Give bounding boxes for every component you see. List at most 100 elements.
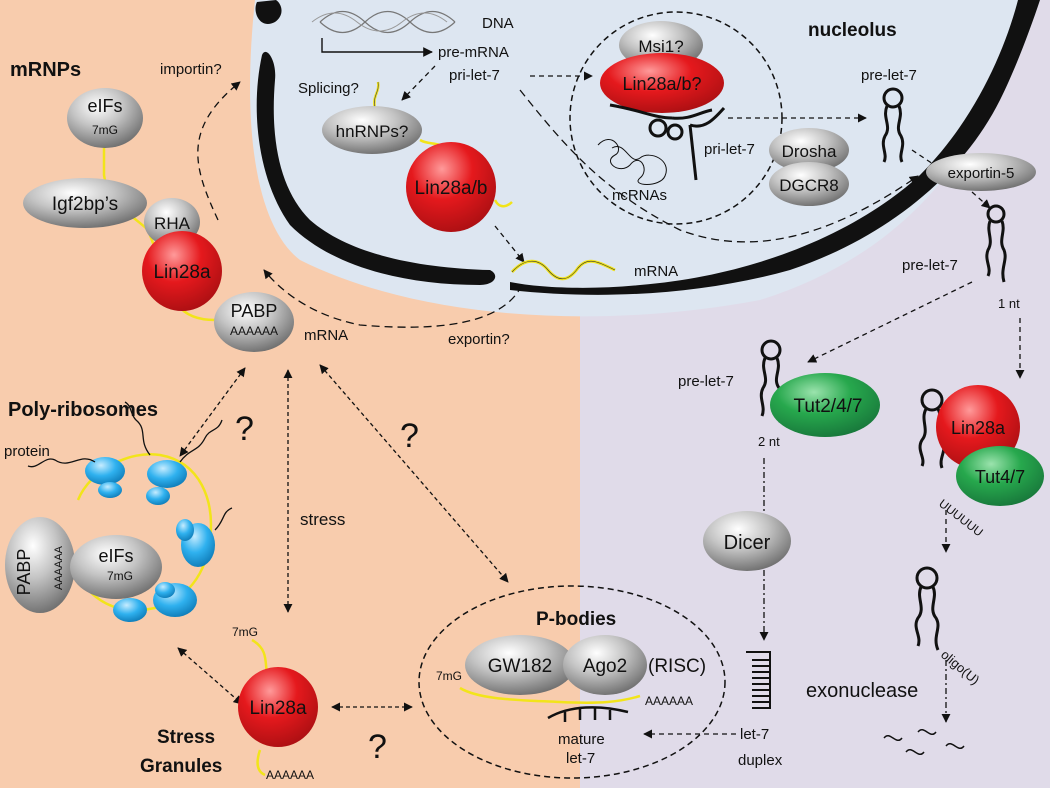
lin28a-sg-node — [238, 667, 318, 747]
mature-let7-label-1: mature — [558, 731, 605, 748]
tut247-node — [770, 373, 880, 437]
ncrnas-label: ncRNAs — [612, 187, 667, 204]
dgcr8-node — [769, 162, 849, 206]
lin28ab-nucleolus-label: Lin28a/b? — [622, 74, 701, 94]
mg-poly-label: 7mG — [107, 569, 133, 583]
nucleus-mrna-strand-outline — [511, 260, 616, 280]
ribosomes — [85, 457, 215, 622]
dna-label: DNA — [482, 15, 514, 32]
oligou-hairpin — [914, 566, 940, 651]
transcription-arrow — [321, 38, 433, 57]
exportin-arrow — [263, 269, 523, 328]
exportin5-label: exportin-5 — [948, 165, 1015, 182]
let7-duplex-label-2: duplex — [738, 752, 783, 769]
exportin-to-prelet7-arrow — [971, 191, 991, 209]
importin-arrow — [197, 81, 241, 221]
dicer-node — [703, 511, 791, 571]
protein-label: protein — [4, 443, 50, 460]
pabp-top-node — [214, 292, 294, 352]
prelet7-to-tut-arrow — [807, 281, 973, 363]
aaaaaa-pb-label: AAAAAA — [645, 694, 693, 708]
let7-duplex-label-1: let-7 — [740, 726, 769, 743]
pabp-polyribosome-arrow — [179, 367, 246, 457]
exonuclease-label: exonuclease — [806, 680, 918, 702]
nucleus-mrna-label: mRNA — [634, 263, 678, 280]
tut247-label: Tut2/4/7 — [793, 396, 862, 417]
risc-label: (RISC) — [648, 656, 706, 677]
pbodies-boundary — [418, 585, 726, 779]
lin28a-sg-label: Lin28a — [249, 698, 306, 719]
stress-granules-title-1: Stress — [157, 727, 215, 748]
dna-strand-1 — [319, 10, 456, 34]
lower-right-region — [580, 300, 1050, 788]
nuclear-envelope-left — [256, 51, 496, 285]
gw182-node — [465, 635, 575, 695]
lin28ab-nucleus-node — [406, 142, 496, 232]
stress-granules-title-2: Granules — [140, 756, 222, 777]
dicer-label: Dicer — [724, 532, 771, 554]
lin28ab-nucleolus-node — [600, 53, 724, 113]
igf2bp-node — [23, 178, 147, 228]
nucleolus-title: nucleolus — [808, 20, 897, 41]
tut47-label: Tut4/7 — [975, 467, 1025, 487]
lin28ab-nucleus-tail — [493, 199, 513, 208]
pre-let7-mid-label: pre-let-7 — [902, 257, 958, 274]
pri-let7-nucleus-label: pri-let-7 — [449, 67, 500, 84]
dna-strand-2 — [319, 10, 456, 34]
gw182-label: GW182 — [488, 656, 552, 677]
one-nt-label: 1 nt — [998, 296, 1020, 311]
two-nt-label: 2 nt — [758, 434, 780, 449]
splicing-label: Splicing? — [298, 80, 359, 97]
polyribosomes-title: Poly-ribosomes — [8, 399, 158, 421]
pabp-mrna-label: mRNA — [304, 327, 348, 344]
lin28ab-to-mrna-arrow — [494, 225, 525, 263]
eifs-top-label: eIFs — [87, 96, 122, 116]
exportin5-node — [926, 153, 1036, 191]
eifs-poly-node — [70, 535, 162, 599]
tut47-node — [956, 446, 1044, 506]
aaaaaa-top-label: AAAAAA — [230, 324, 278, 338]
mg-pb-label: 7mG — [436, 669, 462, 683]
rha-label: RHA — [154, 214, 191, 233]
msi1-label: Msi1? — [638, 37, 683, 56]
pabp-poly-node — [5, 517, 75, 613]
ago2-node — [563, 635, 647, 695]
pbodies-mrna — [459, 686, 641, 704]
pabp-pbodies-arrow — [319, 364, 509, 583]
hnrnps-label: hnRNPs? — [336, 122, 409, 141]
stress-label: stress — [300, 510, 345, 529]
pri-let7-long-arc-arrow — [519, 89, 919, 243]
igf2bp-label: Igf2bp’s — [52, 194, 118, 215]
importin-label: importin? — [160, 61, 222, 78]
eifs-poly-label: eIFs — [98, 546, 133, 566]
question-mark-3: ? — [368, 728, 387, 766]
pre-mrna-label: pre-mRNA — [438, 44, 509, 61]
pre-let7-top-hairpin — [881, 87, 905, 163]
pbodies-title: P-bodies — [536, 609, 616, 630]
mg-sg-label: 7mG — [232, 625, 258, 639]
lin28a-right-label: Lin28a — [951, 418, 1006, 438]
let7-duplex-ladder — [746, 651, 771, 709]
dna-strand-3 — [311, 12, 448, 32]
drosha-label: Drosha — [782, 142, 837, 161]
pre-let7-left-label: pre-let-7 — [678, 373, 734, 390]
pabp-poly-label: PABP — [14, 549, 34, 596]
aaaaaa-poly-label: AAAAAA — [53, 545, 65, 590]
lin28ab-nucleus-label: Lin28a/b — [415, 178, 488, 199]
nuclear-envelope-top-left — [255, 0, 282, 24]
ago2-label: Ago2 — [583, 656, 627, 677]
pabp-top-label: PABP — [231, 301, 278, 321]
pre-let7-mid-hairpin — [985, 204, 1007, 283]
mature-let7-label-2: let-7 — [566, 750, 595, 767]
dgcr8-label: DGCR8 — [779, 176, 839, 195]
aaaaaa-sg-label: AAAAAA — [266, 768, 314, 782]
hnrnps-mrna-strand-outline — [374, 81, 379, 109]
hnrnps-node — [322, 106, 422, 154]
pri-let7-hairpin — [609, 103, 726, 181]
degraded-fragments — [883, 729, 965, 755]
polyribosome-stressgranule-arrow — [177, 647, 243, 705]
pri-let7-nucleolus-label: pri-let-7 — [704, 141, 755, 158]
exportin-label: exportin? — [448, 331, 510, 348]
mg-top-label: 7mG — [92, 123, 118, 137]
